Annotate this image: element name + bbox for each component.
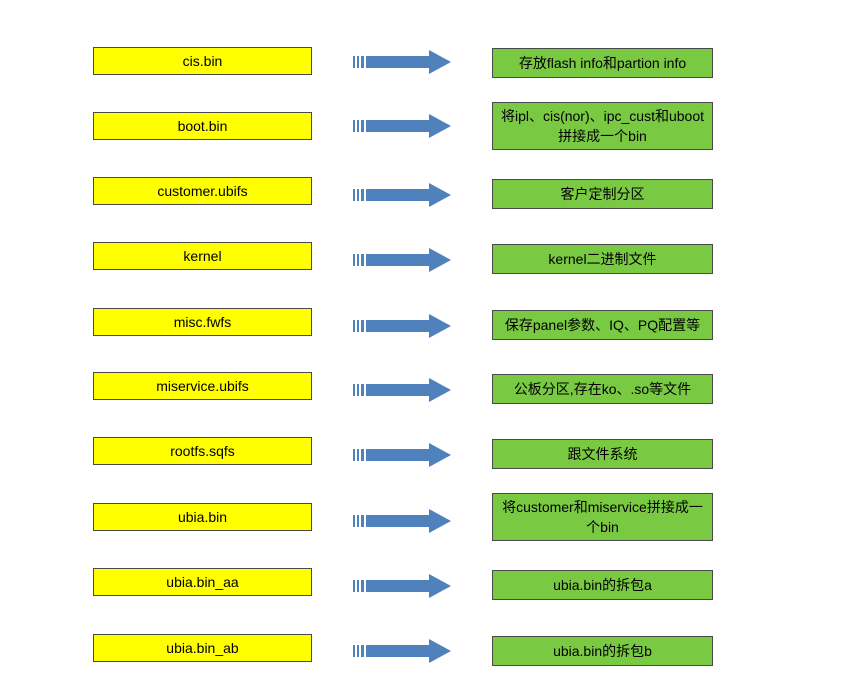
- mapping-row: ubia.bin_aa ubia.bin的拆包a: [0, 562, 866, 606]
- mapping-row: ubia.bin 将customer和miservice拼接成一个bin: [0, 493, 866, 541]
- description-box: ubia.bin的拆包b: [492, 636, 713, 666]
- arrow-right-icon: [353, 639, 451, 663]
- description-box: 客户定制分区: [492, 179, 713, 209]
- description-box: 公板分区,存在ko、.so等文件: [492, 374, 713, 404]
- mapping-row: rootfs.sqfs 跟文件系统: [0, 431, 866, 475]
- description-box: 保存panel参数、IQ、PQ配置等: [492, 310, 713, 340]
- mapping-row: ubia.bin_ab ubia.bin的拆包b: [0, 627, 866, 671]
- description-box: kernel二进制文件: [492, 244, 713, 274]
- mapping-row: customer.ubifs 客户定制分区: [0, 171, 866, 215]
- description-box: 存放flash info和partion info: [492, 48, 713, 78]
- description-box: 跟文件系统: [492, 439, 713, 469]
- file-box: cis.bin: [93, 47, 312, 75]
- description-box: 将ipl、cis(nor)、ipc_cust和uboot拼接成一个bin: [492, 102, 713, 150]
- arrow-right-icon: [353, 314, 451, 338]
- description-box: 将customer和miservice拼接成一个bin: [492, 493, 713, 541]
- file-box: miservice.ubifs: [93, 372, 312, 400]
- file-box: ubia.bin_ab: [93, 634, 312, 662]
- file-box: rootfs.sqfs: [93, 437, 312, 465]
- file-box: boot.bin: [93, 112, 312, 140]
- arrow-right-icon: [353, 114, 451, 138]
- arrow-right-icon: [353, 509, 451, 533]
- mapping-row: misc.fwfs 保存panel参数、IQ、PQ配置等: [0, 302, 866, 346]
- description-box: ubia.bin的拆包a: [492, 570, 713, 600]
- file-box: customer.ubifs: [93, 177, 312, 205]
- file-box: ubia.bin: [93, 503, 312, 531]
- file-box: misc.fwfs: [93, 308, 312, 336]
- mapping-row: cis.bin 存放flash info和partion info: [0, 40, 866, 84]
- arrow-right-icon: [353, 248, 451, 272]
- arrow-right-icon: [353, 50, 451, 74]
- arrow-right-icon: [353, 574, 451, 598]
- arrow-right-icon: [353, 443, 451, 467]
- arrow-right-icon: [353, 183, 451, 207]
- mapping-row: boot.bin 将ipl、cis(nor)、ipc_cust和uboot拼接成…: [0, 102, 866, 150]
- file-box: kernel: [93, 242, 312, 270]
- file-box: ubia.bin_aa: [93, 568, 312, 596]
- mapping-row: kernel kernel二进制文件: [0, 236, 866, 280]
- arrow-right-icon: [353, 378, 451, 402]
- mapping-row: miservice.ubifs 公板分区,存在ko、.so等文件: [0, 366, 866, 410]
